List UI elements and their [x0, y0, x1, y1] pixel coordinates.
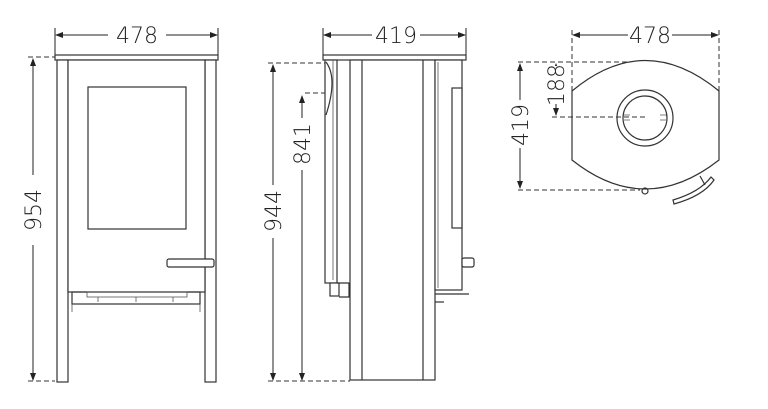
side-height-label: 944: [262, 190, 287, 232]
flue-collar-inner: [622, 95, 668, 141]
front-height-label: 954: [22, 189, 47, 231]
top-handle: [672, 176, 715, 205]
top-plate: [54, 54, 219, 61]
flue-collar-outer: [616, 89, 674, 147]
top-outline: [571, 59, 720, 190]
front-view: 478 954: [22, 24, 219, 383]
flue-offset-label: 188: [545, 64, 570, 106]
top-view: 478 419 188: [509, 24, 720, 205]
door-handle: [166, 258, 215, 268]
front-width-label: 478: [116, 24, 158, 49]
side-view: 419 944 841: [262, 24, 475, 382]
glass-window: [87, 86, 187, 230]
rear-inset: [451, 87, 463, 229]
side-body: [349, 59, 436, 381]
side-depth-label: 419: [375, 24, 417, 49]
right-leg: [204, 59, 217, 383]
top-depth-label: 419: [509, 104, 534, 146]
left-leg: [56, 59, 69, 383]
rear-pipe: [461, 257, 475, 268]
side-handle-arc: [325, 61, 333, 116]
top-width-label: 478: [629, 24, 671, 49]
outlet-height-label: 841: [291, 123, 316, 165]
side-top-plate: [322, 54, 467, 61]
